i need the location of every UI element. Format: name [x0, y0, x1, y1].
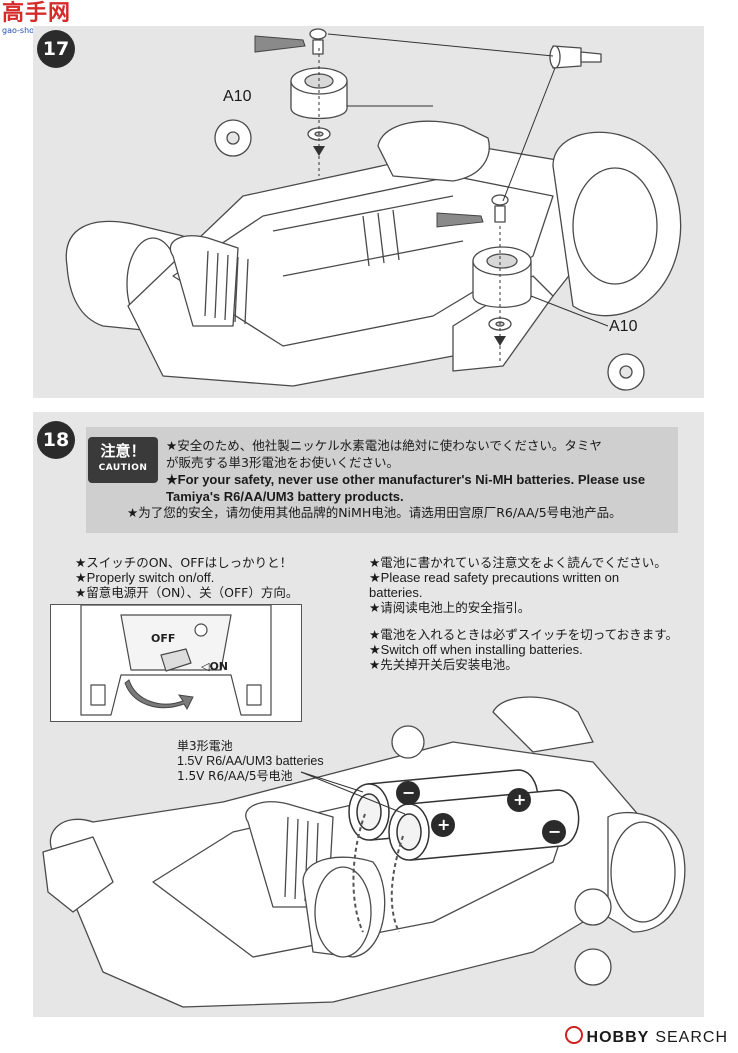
- battery-bottom-plus: +: [437, 815, 451, 834]
- switch-note-en: ★Properly switch on/off.: [75, 570, 215, 585]
- read-note-cn: ★请阅读电池上的安全指引。: [369, 600, 531, 615]
- install-note-cn: ★先关掉开关后安装电池。: [369, 657, 518, 672]
- site-logo-domain: gao-shou.com: [2, 26, 59, 35]
- step-18-number: 18: [37, 421, 75, 459]
- caution-line-ja-2: が販売する単3形電池をお使いください。: [166, 455, 399, 470]
- install-note-ja: ★電池を入れるときは必ずスイッチを切っておきます。: [369, 627, 678, 642]
- part-label-a10-top: A10: [223, 88, 252, 105]
- battery-top-minus: −: [402, 783, 416, 802]
- step-17-number: 17: [37, 30, 75, 68]
- caution-line-en-1: ★For your safety, never use other manufa…: [166, 472, 646, 487]
- roller-right-bottom-18: [574, 948, 612, 986]
- switch-inset: OFF ◁ON: [50, 604, 302, 722]
- read-note-en-2: batteries.: [369, 585, 423, 600]
- wheel-front-right-face: [572, 167, 658, 285]
- switch-off-label: OFF: [151, 632, 176, 645]
- caution-badge-ja: 注意！: [100, 442, 146, 460]
- caution-badge-en: CAUTION: [98, 463, 148, 473]
- roller-right-18: [574, 888, 612, 926]
- caution-badge: 注意！ CAUTION: [88, 437, 158, 483]
- grease-tube-right: [436, 212, 484, 228]
- battery-install-illustration: [42, 696, 686, 1008]
- read-note-en-1: ★Please read safety precautions written …: [369, 570, 620, 585]
- step-17-illustration: [65, 28, 682, 391]
- roller-top-18: [391, 725, 425, 759]
- read-note-ja: ★電池に書かれている注意文をよく読んでください。: [369, 555, 667, 570]
- switch-note-ja: ★スイッチのON、OFFはしっかりと！: [75, 555, 293, 570]
- footer-suffix: SEARCH: [655, 1029, 728, 1046]
- battery-top-plus: +: [513, 790, 527, 809]
- switch-note-cn: ★留意电源开（ON）、关（OFF）方向。: [75, 585, 299, 600]
- install-note: ★電池を入れるときは必ずスイッチを切っておきます。 ★Switch off wh…: [369, 627, 678, 672]
- switch-arrow-icon: [124, 679, 194, 711]
- caution-line-ja-1: ★安全のため、他社製ニッケル水素電池は絶対に使わないでください。タミヤ: [166, 438, 602, 453]
- wheel-rear-right-18: [492, 696, 594, 753]
- read-note: ★電池に書かれている注意文をよく読んでください。 ★Please read sa…: [369, 555, 667, 615]
- battery-type-ja: 単3形電池: [177, 739, 233, 753]
- battery-type-en: 1.5V R6/AA/UM3 batteries: [177, 754, 324, 768]
- switch-slider: [160, 648, 192, 672]
- switch-on-label: ◁ON: [201, 660, 229, 673]
- footer-brand: HOBBY: [586, 1029, 650, 1046]
- motor-block: [169, 235, 239, 327]
- caution-line-en-2: Tamiya's R6/AA/UM3 battery products.: [166, 489, 404, 504]
- switch-note: ★スイッチのON、OFFはしっかりと！ ★Properly switch on/…: [75, 555, 298, 600]
- caution-line-cn: ★为了您的安全，请勿使用其他品牌的NiMH电池。请选用田宫原厂R6/AA/5号电…: [127, 505, 622, 520]
- part-label-a10-bottom: A10: [609, 318, 638, 335]
- grease-tube-top: [254, 35, 306, 53]
- battery-type-cn: 1.5V R6/AA/5号电池: [177, 769, 293, 783]
- battery-bottom-minus: −: [548, 822, 562, 841]
- footer-logo[interactable]: HOBBY SEARCH: [564, 1026, 728, 1047]
- switch-inset-illustration: [80, 605, 272, 716]
- site-logo[interactable]: 高手网 gao-shou.com: [2, 2, 74, 36]
- step-17-panel: 17: [33, 26, 704, 398]
- install-note-en: ★Switch off when installing batteries.: [369, 642, 583, 657]
- screw-right: [494, 205, 506, 223]
- site-logo-brand: 高手网: [2, 1, 72, 26]
- rear-bumper-18: [42, 836, 114, 913]
- hobby-search-logo-icon: [564, 1026, 583, 1044]
- caution-text: ★安全のため、他社製ニッケル水素電池は絶対に使わないでください。タミヤ が販売す…: [166, 437, 686, 505]
- battery-bottom: [407, 789, 580, 861]
- caution-box: [86, 427, 678, 533]
- screw-top: [312, 39, 324, 55]
- polarity-symbols: [396, 781, 566, 844]
- battery-type-label: 単3形電池 1.5V R6/AA/UM3 batteries 1.5V R6/A…: [177, 739, 324, 784]
- wheel-rear-right: [377, 120, 490, 182]
